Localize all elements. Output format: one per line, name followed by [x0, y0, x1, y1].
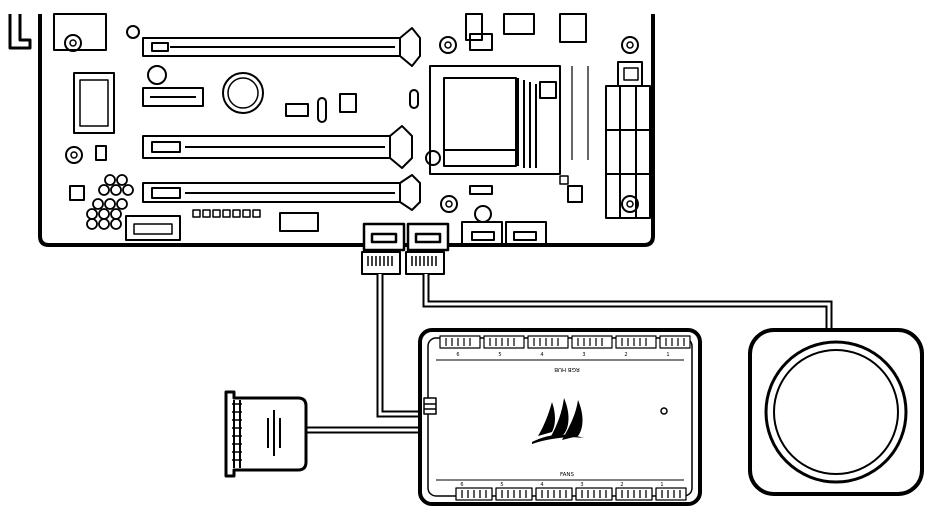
front-panel-header [125, 215, 181, 241]
capacitor-inner [227, 77, 259, 109]
trace-lines [571, 66, 589, 160]
standoff [439, 36, 457, 54]
capacitor [147, 65, 167, 85]
motherboard-outline [38, 14, 655, 247]
capacitor [425, 150, 441, 166]
standoff-inner [70, 151, 78, 159]
hub-usb-input[interactable] [423, 397, 437, 415]
standoff [65, 146, 83, 164]
rgb-port-number: 5 [498, 352, 501, 358]
usb-header-2 [505, 221, 547, 245]
usb-header-1 [461, 221, 503, 245]
component [623, 67, 639, 81]
standoff [126, 25, 140, 39]
cable-usb-to-pump [422, 274, 833, 330]
corsair-sails-icon [532, 398, 584, 444]
component [503, 13, 535, 35]
fan-port-number: 5 [500, 482, 503, 488]
fan-ports [455, 487, 687, 501]
io-shield [53, 13, 107, 51]
rgb-hub-label: RGB HUB [554, 366, 580, 372]
mount-hole [64, 34, 82, 52]
component [567, 185, 583, 203]
standoff [621, 195, 639, 213]
pcie-slot-3 [142, 174, 421, 211]
standoff-inner [444, 41, 452, 49]
mount-hole-inner [69, 39, 77, 47]
usb-plug-right[interactable] [405, 251, 445, 275]
standoff-inner [445, 200, 453, 208]
pcie-slot-1 [142, 27, 421, 67]
dimm-slots [605, 85, 651, 219]
chip [73, 72, 115, 134]
capacitor [222, 72, 264, 114]
rgb-usb-header-right[interactable] [406, 222, 450, 252]
usb-plug-left[interactable] [361, 251, 401, 275]
commander-hub: 6 5 4 3 2 1 RGB HUB FANS 6 5 4 3 2 1 [418, 328, 702, 506]
component [559, 175, 569, 185]
header-pins [192, 209, 261, 218]
standoff [440, 195, 458, 213]
fan-port-number: 2 [620, 482, 623, 488]
component [285, 103, 309, 117]
rgb-port-number: 2 [624, 352, 627, 358]
component [465, 13, 483, 41]
component [559, 13, 587, 43]
fan-port-number: 4 [540, 482, 543, 488]
pcie-slot-2 [142, 125, 413, 169]
component [279, 212, 319, 232]
rgb-port-number: 6 [456, 352, 459, 358]
component [339, 93, 357, 113]
chip-inner [79, 79, 109, 127]
aio-pump-block-icon[interactable] [748, 328, 924, 496]
diode-cluster [86, 174, 134, 230]
standoff-inner [626, 200, 634, 208]
component [317, 97, 327, 123]
fan-port-number: 3 [580, 482, 583, 488]
component [409, 89, 419, 109]
motherboard [8, 13, 655, 247]
fan-port-number: 1 [660, 482, 663, 488]
front-panel-header-inner [133, 223, 173, 235]
standoff [621, 36, 639, 54]
rgb-hub-ports [439, 335, 691, 349]
cable-usb-to-hub-core [378, 274, 430, 416]
standoff-inner [626, 41, 634, 49]
io-bracket [8, 14, 32, 50]
component [469, 185, 493, 195]
rgb-port-number: 4 [540, 352, 543, 358]
cable-usb-to-pump-core [424, 274, 831, 330]
rgb-usb-header-left[interactable] [362, 222, 406, 252]
sata-power-connector-icon[interactable] [224, 390, 308, 478]
component [69, 185, 85, 201]
hub-status-led [660, 407, 668, 415]
fan-port-number: 6 [460, 482, 463, 488]
component [469, 33, 493, 51]
rgb-port-number: 3 [582, 352, 585, 358]
rgb-port-number: 1 [666, 352, 669, 358]
fans-label: FANS [560, 472, 575, 478]
component [95, 145, 107, 161]
pcie-x1-slot [142, 87, 204, 107]
cpu-socket [429, 65, 561, 175]
